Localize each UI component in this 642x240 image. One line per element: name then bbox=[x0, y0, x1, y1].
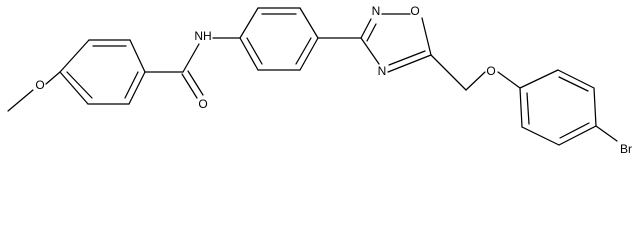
atom-label-layer: O O NH O N N O Br bbox=[35, 4, 632, 156]
ring-nitrogen-bottom-label: N bbox=[378, 64, 387, 78]
c-br-bond bbox=[595, 125, 618, 142]
carbonyl-double-bond-2 bbox=[187, 70, 204, 96]
carbonyl-double-bond bbox=[181, 73, 198, 99]
ether-oxygen-label: O bbox=[486, 64, 495, 78]
oxadiazole-ring bbox=[360, 13, 432, 73]
methyl-bond bbox=[7, 89, 34, 112]
amide-c-n-bond bbox=[182, 43, 200, 73]
ch2-o-bond bbox=[465, 71, 486, 91]
bromophenyl-ring bbox=[519, 69, 597, 146]
methoxyphenyl-ring bbox=[59, 39, 146, 105]
methoxy-oxygen-label: O bbox=[35, 78, 44, 92]
bromine-label: Br bbox=[620, 142, 632, 156]
o-aryl-bond bbox=[497, 71, 521, 89]
ring-ch2-bond bbox=[430, 54, 467, 91]
carbonyl-oxygen-label: O bbox=[198, 97, 207, 111]
ring-nitrogen-top-label: N bbox=[372, 4, 381, 18]
bond-layer bbox=[7, 7, 618, 146]
amide-nitrogen-label: NH bbox=[194, 29, 211, 43]
central-phenyl-ring bbox=[239, 7, 319, 71]
ring-oxygen-label: O bbox=[410, 4, 419, 18]
methoxy-bond bbox=[45, 71, 61, 85]
chemical-structure-diagram: O O NH O N N O Br bbox=[7, 4, 632, 156]
